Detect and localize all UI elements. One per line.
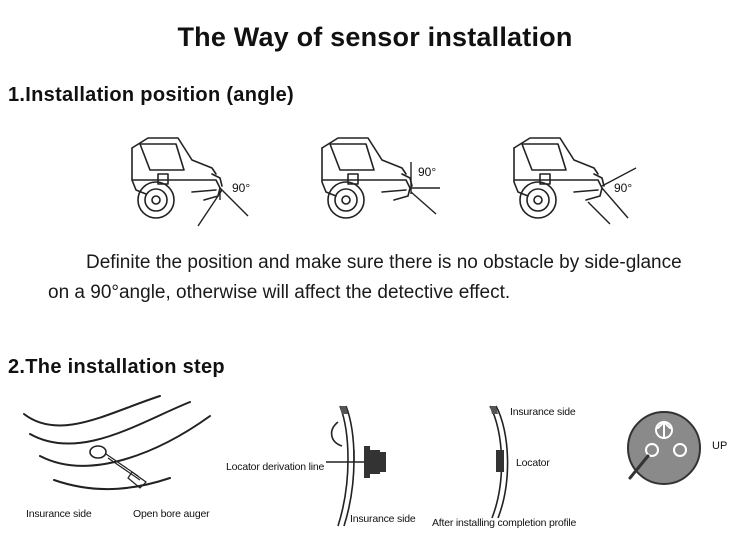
angle-label-2: 90° xyxy=(418,165,436,179)
label-after-installing-completion-profile: After installing completion profile xyxy=(432,517,577,529)
step2-locator-derivation-illustration xyxy=(326,405,386,527)
angle-label-3: 90° xyxy=(614,181,632,195)
car-rear-illustration-1: 90° xyxy=(131,137,250,227)
step1-drilling-illustration xyxy=(23,395,211,491)
label-up: UP xyxy=(712,440,728,452)
page-title: The Way of sensor installation xyxy=(177,22,573,52)
description-line-1: Definite the position and make sure ther… xyxy=(86,252,682,273)
section-heading-installation-step: 2.The installation step xyxy=(8,356,225,378)
label-locator-derivation-line: Locator derivation line xyxy=(226,461,325,473)
label-locator: Locator xyxy=(516,457,550,469)
angle-label-1: 90° xyxy=(232,181,250,195)
description-line-2: on a 90°angle, otherwise will affect the… xyxy=(48,282,511,303)
car-rear-illustration-2: 90° xyxy=(321,137,440,219)
label-insurance-side-step1: Insurance side xyxy=(26,508,92,520)
label-insurance-side-step3: Insurance side xyxy=(510,406,576,418)
step4-sensor-up-orientation-illustration xyxy=(627,411,701,485)
car-rear-illustration-3: 90° xyxy=(513,137,637,225)
section-heading-installation-position: 1.Installation position (angle) xyxy=(8,84,294,106)
step3-locator-installed-illustration xyxy=(489,405,509,519)
label-open-bore-auger: Open bore auger xyxy=(133,508,210,520)
label-insurance-side-step2: Insurance side xyxy=(350,513,416,525)
